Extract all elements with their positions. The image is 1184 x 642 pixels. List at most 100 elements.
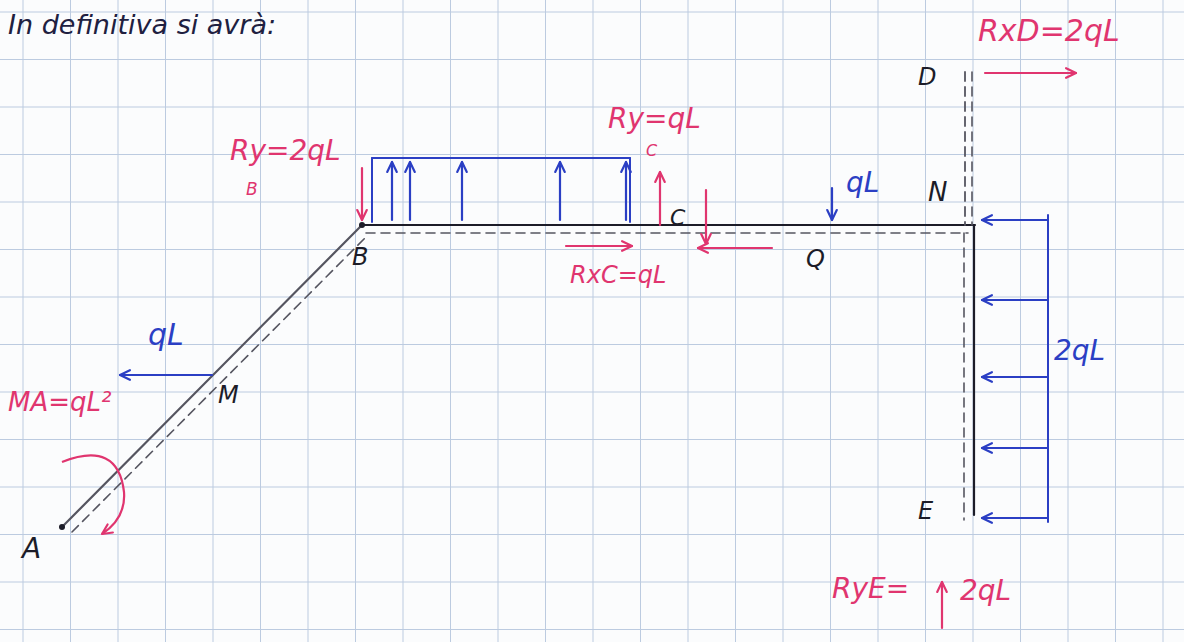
reaction-arrow-head	[357, 210, 367, 220]
beam-dn	[971, 72, 973, 225]
grid-line	[1163, 0, 1164, 642]
load-arrow-head	[982, 295, 992, 305]
load-arrow	[559, 162, 561, 220]
load-arrow	[982, 219, 1048, 221]
force-arrow	[120, 374, 212, 376]
load-outline	[372, 157, 630, 159]
moment-label: MA=qL²	[8, 388, 111, 417]
point-label: E	[918, 498, 933, 524]
grid-line	[0, 487, 1184, 488]
reaction-arrow-head	[701, 234, 711, 244]
grid-line	[640, 0, 641, 642]
grid-line	[70, 0, 71, 642]
force-arrow	[831, 188, 833, 220]
point-label: M	[218, 382, 239, 408]
reaction-label: Ry=qL	[608, 104, 701, 135]
load-arrow	[982, 376, 1048, 378]
load-label: 2qL	[1054, 336, 1105, 367]
reaction-arrow	[705, 190, 707, 244]
reaction-arrow	[566, 245, 632, 247]
moment-arc	[62, 455, 124, 534]
reaction-arrow	[985, 72, 1076, 74]
load-outline	[1047, 215, 1049, 522]
load-arrow-head	[387, 162, 397, 172]
grid-line	[545, 0, 546, 642]
grid-line	[0, 297, 1184, 298]
load-arrow-head	[982, 513, 992, 523]
load-label: qL	[846, 168, 879, 199]
subscript-label: B	[246, 180, 258, 199]
grid-line	[0, 202, 1184, 203]
grid-line	[783, 0, 784, 642]
reaction-arrow	[941, 582, 943, 628]
beam-ne	[973, 225, 975, 515]
load-arrow	[461, 162, 463, 220]
grid-line	[213, 0, 214, 642]
reaction-arrow-head	[1066, 68, 1076, 78]
fibre-bn	[366, 232, 968, 234]
grid-line	[593, 0, 594, 642]
grid-line	[735, 0, 736, 642]
load-arrow-head	[621, 162, 631, 172]
grid-line	[1068, 0, 1069, 642]
force-arrow-head	[827, 210, 837, 220]
grid-line	[0, 154, 1184, 155]
load-arrow	[391, 162, 393, 220]
beam-bn	[362, 224, 975, 226]
load-arrow-head	[457, 162, 467, 172]
grid-line	[0, 249, 1184, 250]
grid-line	[450, 0, 451, 642]
beam-ab	[62, 225, 362, 527]
load-arrow-head	[982, 215, 992, 225]
grid-line	[0, 392, 1184, 393]
grid-line	[0, 59, 1184, 60]
load-arrow	[409, 162, 411, 220]
reaction-arrow-head	[655, 172, 665, 182]
node-dot	[359, 222, 365, 228]
fibre-ne	[963, 233, 965, 520]
reaction-label: RxC=qL	[570, 262, 666, 288]
node-dot	[59, 524, 65, 530]
point-label: Q	[806, 246, 825, 272]
reaction-label: RxD=2qL	[978, 14, 1120, 47]
reaction-arrow-head	[698, 243, 708, 253]
reaction-arrow-head	[937, 582, 947, 592]
load-arrow	[982, 447, 1048, 449]
reaction-arrow	[698, 247, 772, 249]
grid-line	[118, 0, 119, 642]
point-label: C	[670, 206, 685, 230]
reaction-arrow	[659, 172, 661, 225]
reaction-arrow	[361, 168, 363, 220]
reaction-label: Ry=2qL	[230, 136, 341, 167]
grid-line	[688, 0, 689, 642]
grid-line	[498, 0, 499, 642]
grid-line	[0, 629, 1184, 630]
grid-line	[403, 0, 404, 642]
grid-line	[878, 0, 879, 642]
force-arrow-head	[120, 370, 130, 380]
grid-line	[0, 107, 1184, 108]
moment-head	[102, 525, 113, 534]
point-label: N	[928, 178, 947, 207]
point-label: A	[22, 534, 41, 565]
grid-line	[308, 0, 309, 642]
fibre-ab	[72, 235, 368, 532]
beam-dn	[964, 72, 966, 225]
load-arrow	[625, 162, 627, 220]
point-label: B	[352, 244, 368, 270]
reaction-label: 2qL	[960, 576, 1011, 607]
load-arrow	[982, 517, 1048, 519]
load-arrow-head	[555, 162, 565, 172]
load-arrow	[982, 299, 1048, 301]
grid-line	[0, 534, 1184, 535]
grid-line	[355, 0, 356, 642]
load-arrow-head	[982, 443, 992, 453]
grid-line	[973, 0, 974, 642]
load-arrow-head	[982, 372, 992, 382]
reaction-label: RyE=	[832, 574, 909, 605]
grid-line	[0, 439, 1184, 440]
subscript-label: C	[646, 142, 657, 160]
reaction-arrow-head	[622, 241, 632, 251]
grid-line	[925, 0, 926, 642]
